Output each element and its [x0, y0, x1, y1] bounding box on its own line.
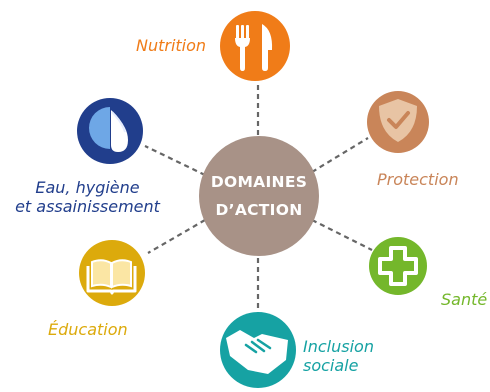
open-book-icon [86, 259, 137, 295]
education-label: Éducation [48, 320, 128, 339]
nutrition-node [220, 11, 290, 81]
center-label-line2: D’ACTION [215, 201, 303, 219]
wash-label-line1: Eau, hygiène [35, 178, 140, 197]
fork-knife-icon [235, 24, 273, 71]
inclusion-label-line2: sociale [303, 356, 359, 375]
health-cross-icon [378, 246, 418, 286]
protection-node [367, 91, 429, 153]
inclusion-node [220, 312, 296, 388]
connector-wash [144, 145, 206, 176]
connector-sante [311, 219, 373, 251]
sante-node [369, 237, 427, 295]
inclusion-label: Inclusion sociale [303, 337, 374, 375]
center-label-line1: DOMAINES [210, 173, 308, 191]
sante-label: Santé [441, 290, 488, 309]
protection-label: Protection [377, 170, 459, 189]
center-circle [199, 136, 319, 256]
connector-protection [311, 137, 369, 173]
shield-check-icon [379, 99, 417, 142]
inclusion-label-line1: Inclusion [303, 337, 374, 356]
water-drop-icon [89, 107, 128, 152]
wash-label-line2: et assainissement [15, 197, 160, 216]
wash-label: Eau, hygiène et assainissement [10, 178, 165, 216]
nutrition-label: Nutrition [136, 36, 207, 55]
connector-education [147, 219, 206, 254]
handshake-icon [226, 330, 288, 374]
wash-node [77, 98, 143, 164]
education-node [79, 240, 145, 306]
center-label: DOMAINES D’ACTION [198, 168, 320, 224]
